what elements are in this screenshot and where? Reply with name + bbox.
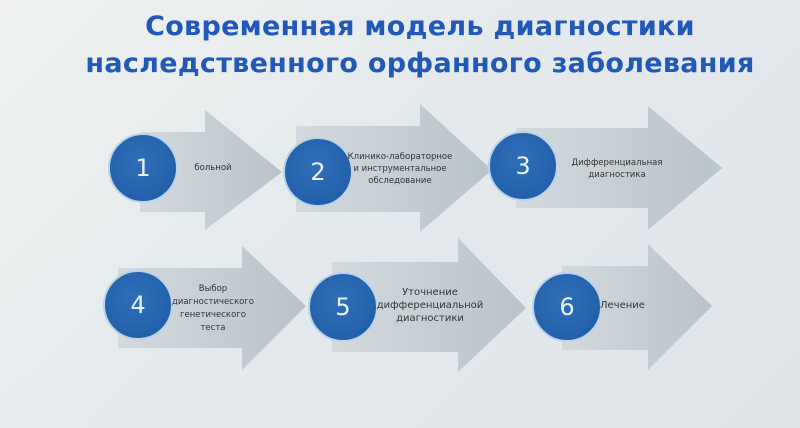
step-label: Выбор диагностического генетического тес…: [172, 284, 254, 333]
step-label: Лечение: [600, 300, 645, 311]
step-number-badge: 4: [103, 270, 173, 340]
arrow-3: [516, 106, 722, 230]
step-number-badge: 2: [283, 137, 353, 207]
step-label: Дифференциальная диагностика: [571, 158, 663, 180]
title-line-1: Современная модель диагностики: [145, 11, 695, 42]
arrow-2: [296, 104, 492, 232]
title-line-2: наследственного орфанного заболевания: [85, 48, 755, 79]
step-number-badge: 6: [532, 272, 602, 342]
step-label: Уточнение дифференциальной диагностики: [376, 287, 484, 324]
arrow-6: [562, 244, 712, 370]
step-label: Клинико-лабораторное и инструментальное …: [347, 152, 453, 186]
step-label: больной: [194, 163, 232, 173]
step-number-badge: 1: [108, 133, 178, 203]
arrow-4: [118, 246, 306, 370]
slide-title: Современная модель диагностики наследств…: [40, 8, 800, 82]
arrow-1: [140, 110, 282, 230]
arrow-5: [332, 238, 526, 372]
step-number-badge: 5: [308, 272, 378, 342]
step-number-badge: 3: [488, 131, 558, 201]
